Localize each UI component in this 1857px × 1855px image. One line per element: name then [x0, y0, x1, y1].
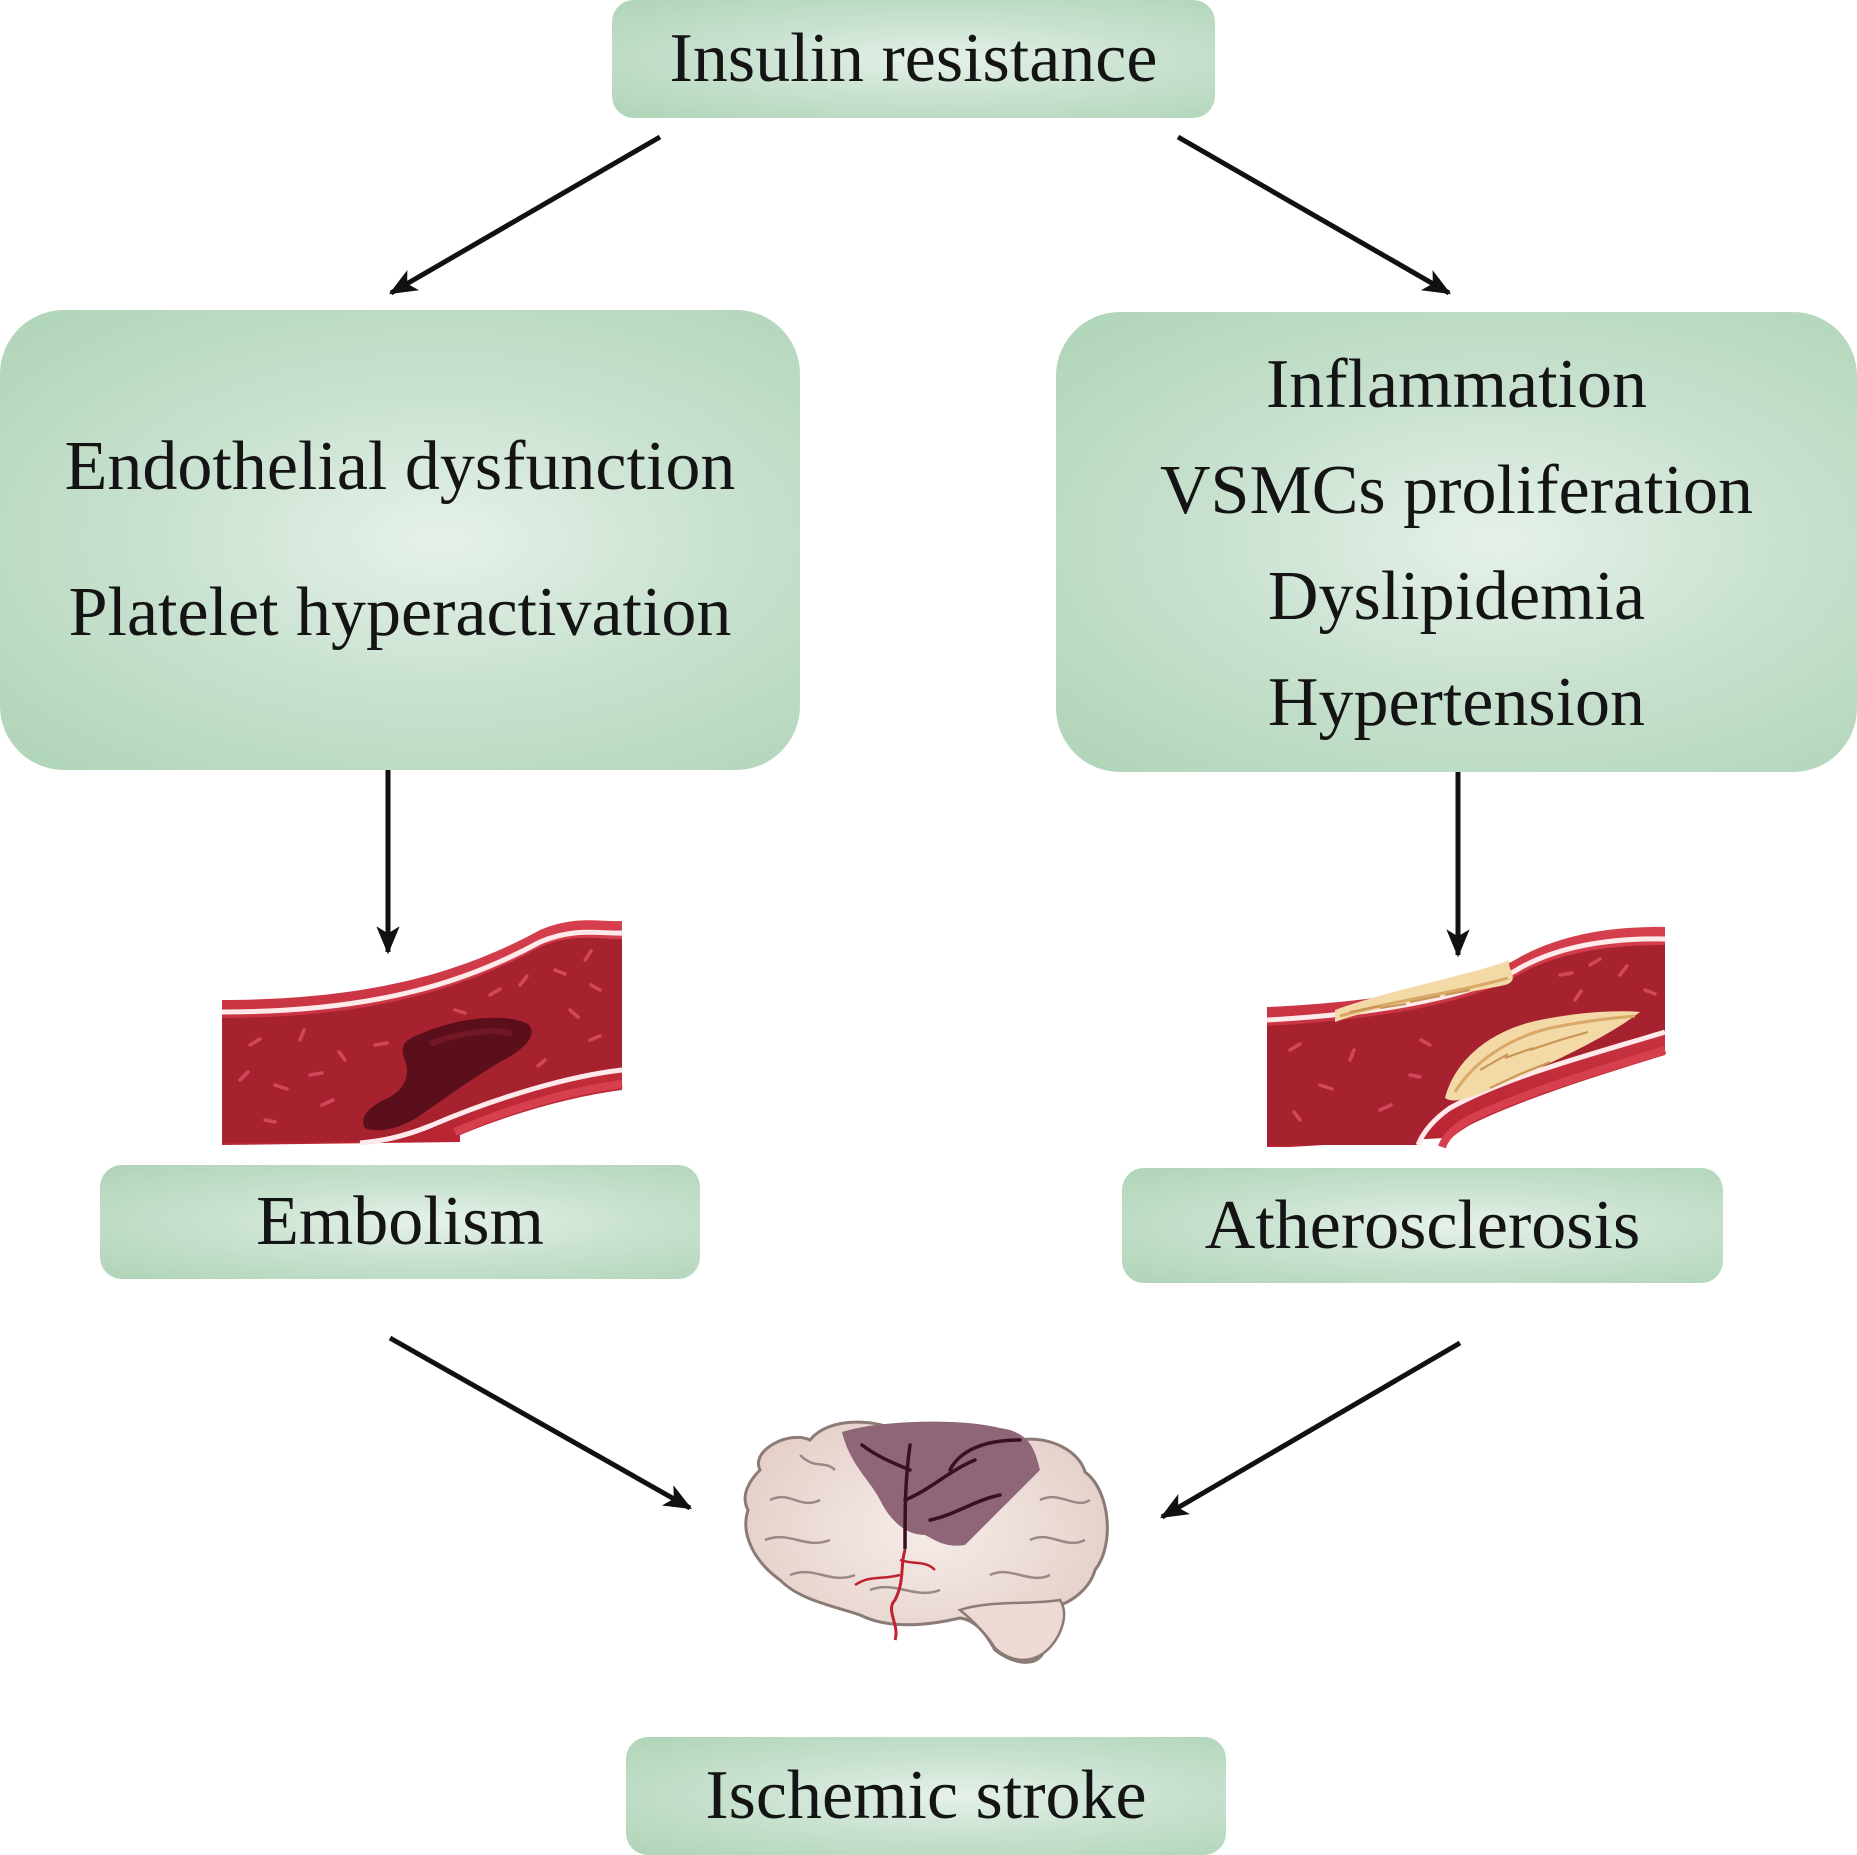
endothelial-platelet-node: Endothelial dysfunction Platelet hyperac… [0, 310, 800, 770]
arrow-top-to-right [1176, 134, 1452, 296]
vsmcs-proliferation-label: VSMCs proliferation [1159, 452, 1754, 529]
atherosclerosis-node: Atherosclerosis [1122, 1168, 1723, 1283]
ischemic-stroke-label: Ischemic stroke [705, 1757, 1147, 1834]
insulin-resistance-label: Insulin resistance [669, 20, 1158, 97]
insulin-resistance-node: Insulin resistance [612, 0, 1215, 118]
ischemic-stroke-node: Ischemic stroke [626, 1737, 1226, 1855]
embolism-node: Embolism [100, 1165, 700, 1279]
arrow-atherosclerosis-to-brain [1159, 1340, 1462, 1520]
inflammation-label: Inflammation [1265, 346, 1647, 423]
atherosclerosis-label: Atherosclerosis [1204, 1186, 1641, 1264]
hypertension-label: Hypertension [1267, 664, 1646, 741]
arrow-top-to-left [388, 134, 662, 296]
risk-factors-node: Inflammation VSMCs proliferation Dyslipi… [1056, 312, 1857, 772]
vessel-plaque-illustration [1266, 926, 1667, 1149]
platelet-hyperactivation-label: Platelet hyperactivation [68, 574, 732, 651]
brain-infarct-illustration [743, 1420, 1109, 1664]
arrow-embolism-to-brain [388, 1335, 693, 1511]
dyslipidemia-label: Dyslipidemia [1267, 558, 1646, 635]
vessel-embolus-illustration [221, 920, 623, 1146]
embolism-label: Embolism [256, 1183, 544, 1260]
endothelial-dysfunction-label: Endothelial dysfunction [64, 428, 736, 505]
